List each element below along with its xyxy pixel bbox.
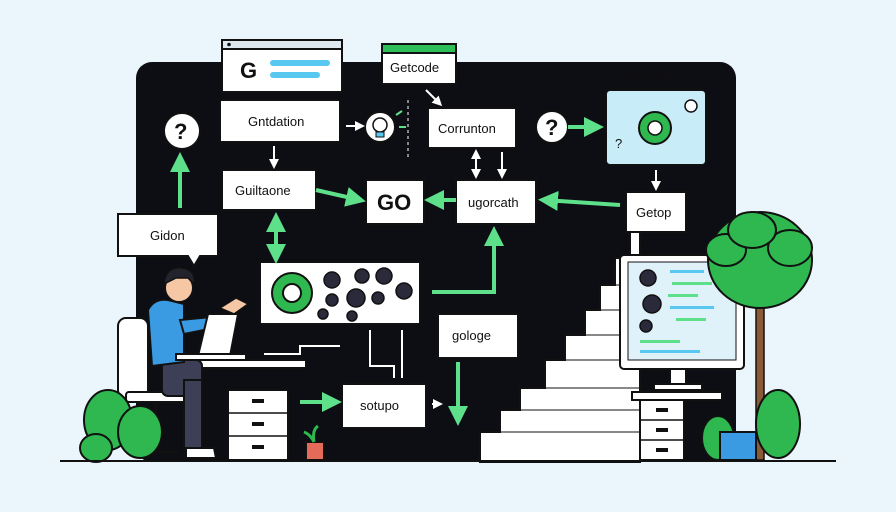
question-icon: ? [535,110,569,144]
gidon-label: Gidon [150,228,185,243]
potted-plant [303,424,325,461]
corrunton-label: Corrunton [438,121,496,136]
guiltaone-box: Guiltaone [221,169,317,211]
laptop-icon [175,313,247,361]
arrow-icon [170,117,621,426]
ugorcath-label: ugorcath [468,195,519,210]
getcode-label: Getcode [390,60,439,75]
go-box: GO [365,179,425,225]
gntdation-label: Gntdation [248,114,304,129]
lightbulb-icon [364,110,406,143]
question-bubble-left: ? [163,112,201,150]
guiltaone-label: Guiltaone [235,183,291,198]
getcode-box: Getcode [381,43,457,85]
question-mark-1: ? [174,119,187,144]
gntdation-box: Gntdation [219,99,341,143]
go-label: GO [377,190,411,215]
corrunton-box: Corrunton [427,107,517,149]
browser-window-box: G [221,39,343,93]
browser-letter: G [240,58,257,83]
getop-box: Getop [625,191,687,233]
question-mark-2: ? [545,115,558,140]
gologe-label: gologe [452,328,491,343]
gidon-bubble: Gidon [117,213,219,268]
plant-icon [79,389,163,463]
gear-panel [259,261,421,325]
plant-right [701,389,801,461]
cabinet [631,391,723,461]
getop-label: Getop [636,205,671,220]
gear-monitor-box: ? [605,89,707,166]
ugorcath-box: ugorcath [455,179,537,225]
question-mark-3: ? [615,136,622,151]
person-avatar [146,267,250,459]
sotupo-label: sotupo [360,398,399,413]
gologe-box: gologe [437,313,519,359]
genmation-label: Genmation [620,68,684,83]
sotupo-box: sotupo [341,383,427,429]
tree-icon [705,211,813,461]
